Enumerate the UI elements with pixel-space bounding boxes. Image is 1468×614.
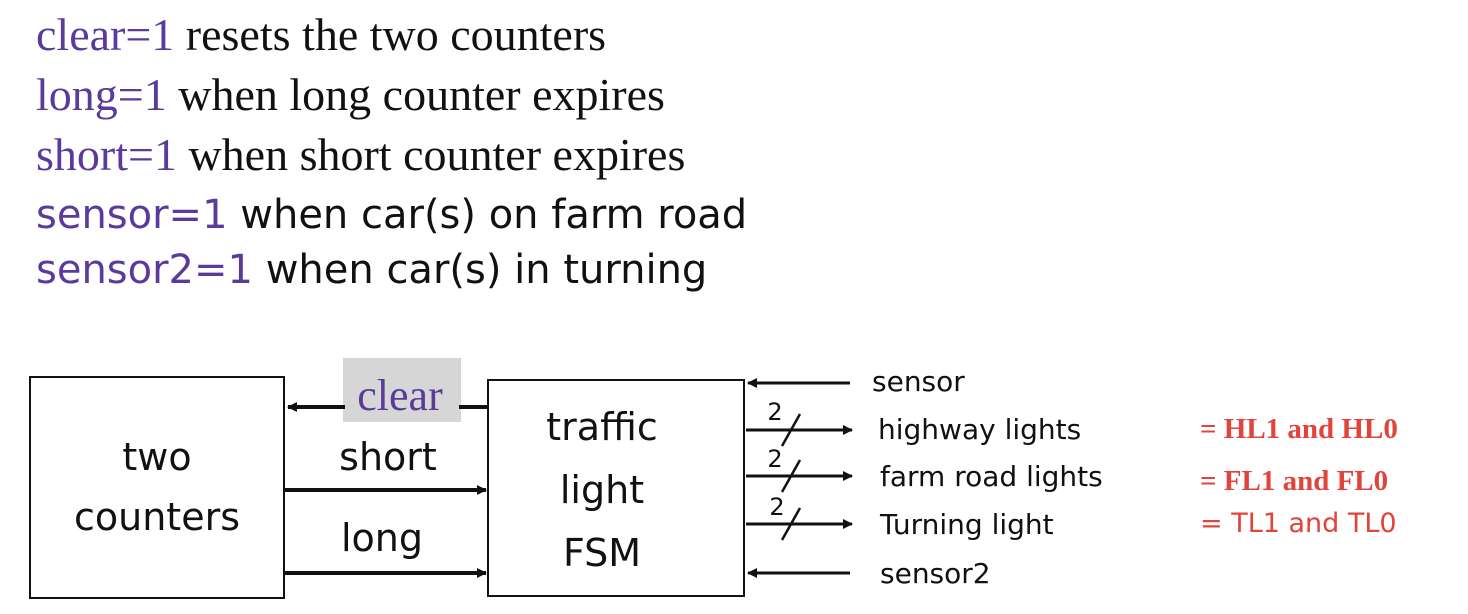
bus-slash xyxy=(780,413,802,447)
sensor-label: sensor xyxy=(872,365,965,398)
counters-label-line2: counters xyxy=(74,495,240,539)
sensor2-label: sensor2 xyxy=(880,557,991,590)
signal-keyword: sensor2=1 xyxy=(36,247,253,293)
bus-width-label: 2 xyxy=(769,493,784,521)
counters-label-line1: two xyxy=(122,435,191,479)
fsm-block xyxy=(487,379,745,597)
fsm-label-line2: light xyxy=(560,468,644,512)
definition-text: when short counter expires xyxy=(176,129,686,180)
signal-keyword: sensor=1 xyxy=(36,192,228,238)
definition-clear: clear=1 resets the two counters xyxy=(36,12,606,58)
definition-sensor: sensor=1 when car(s) on farm road xyxy=(36,195,747,235)
farm-road-lights-assign: = FL1 and FL0 xyxy=(1200,465,1388,497)
signal-keyword: long=1 xyxy=(36,69,167,120)
signal-keyword: clear=1 xyxy=(36,9,175,60)
fsm-label-line3: FSM xyxy=(563,531,641,575)
clear-label: clear xyxy=(357,371,443,420)
definition-text: resets the two counters xyxy=(174,9,607,60)
definition-long: long=1 when long counter expires xyxy=(36,72,665,118)
bus-width-label: 2 xyxy=(767,445,782,473)
bus-width-label: 2 xyxy=(767,398,782,426)
definition-text: when car(s) in turning xyxy=(252,247,708,293)
bus-slash xyxy=(780,459,802,493)
short-label: short xyxy=(339,435,437,479)
signal-keyword: short=1 xyxy=(36,129,177,180)
bus-slash xyxy=(780,507,802,541)
definition-text: when car(s) on farm road xyxy=(227,192,748,238)
definition-sensor2: sensor2=1 when car(s) in turning xyxy=(36,250,707,290)
counters-block xyxy=(29,376,285,599)
highway-lights-label: highway lights xyxy=(878,413,1081,446)
turning-light-label: Turning light xyxy=(879,508,1054,541)
farm-road-lights-label: farm road lights xyxy=(880,460,1103,493)
long-label: long xyxy=(341,516,423,560)
fsm-label-line1: traffic xyxy=(546,405,657,449)
highway-lights-assign: = HL1 and HL0 xyxy=(1200,413,1398,445)
turning-light-assign: = TL1 and TL0 xyxy=(1200,508,1397,539)
definition-short: short=1 when short counter expires xyxy=(36,132,685,178)
definition-text: when long counter expires xyxy=(166,69,665,120)
